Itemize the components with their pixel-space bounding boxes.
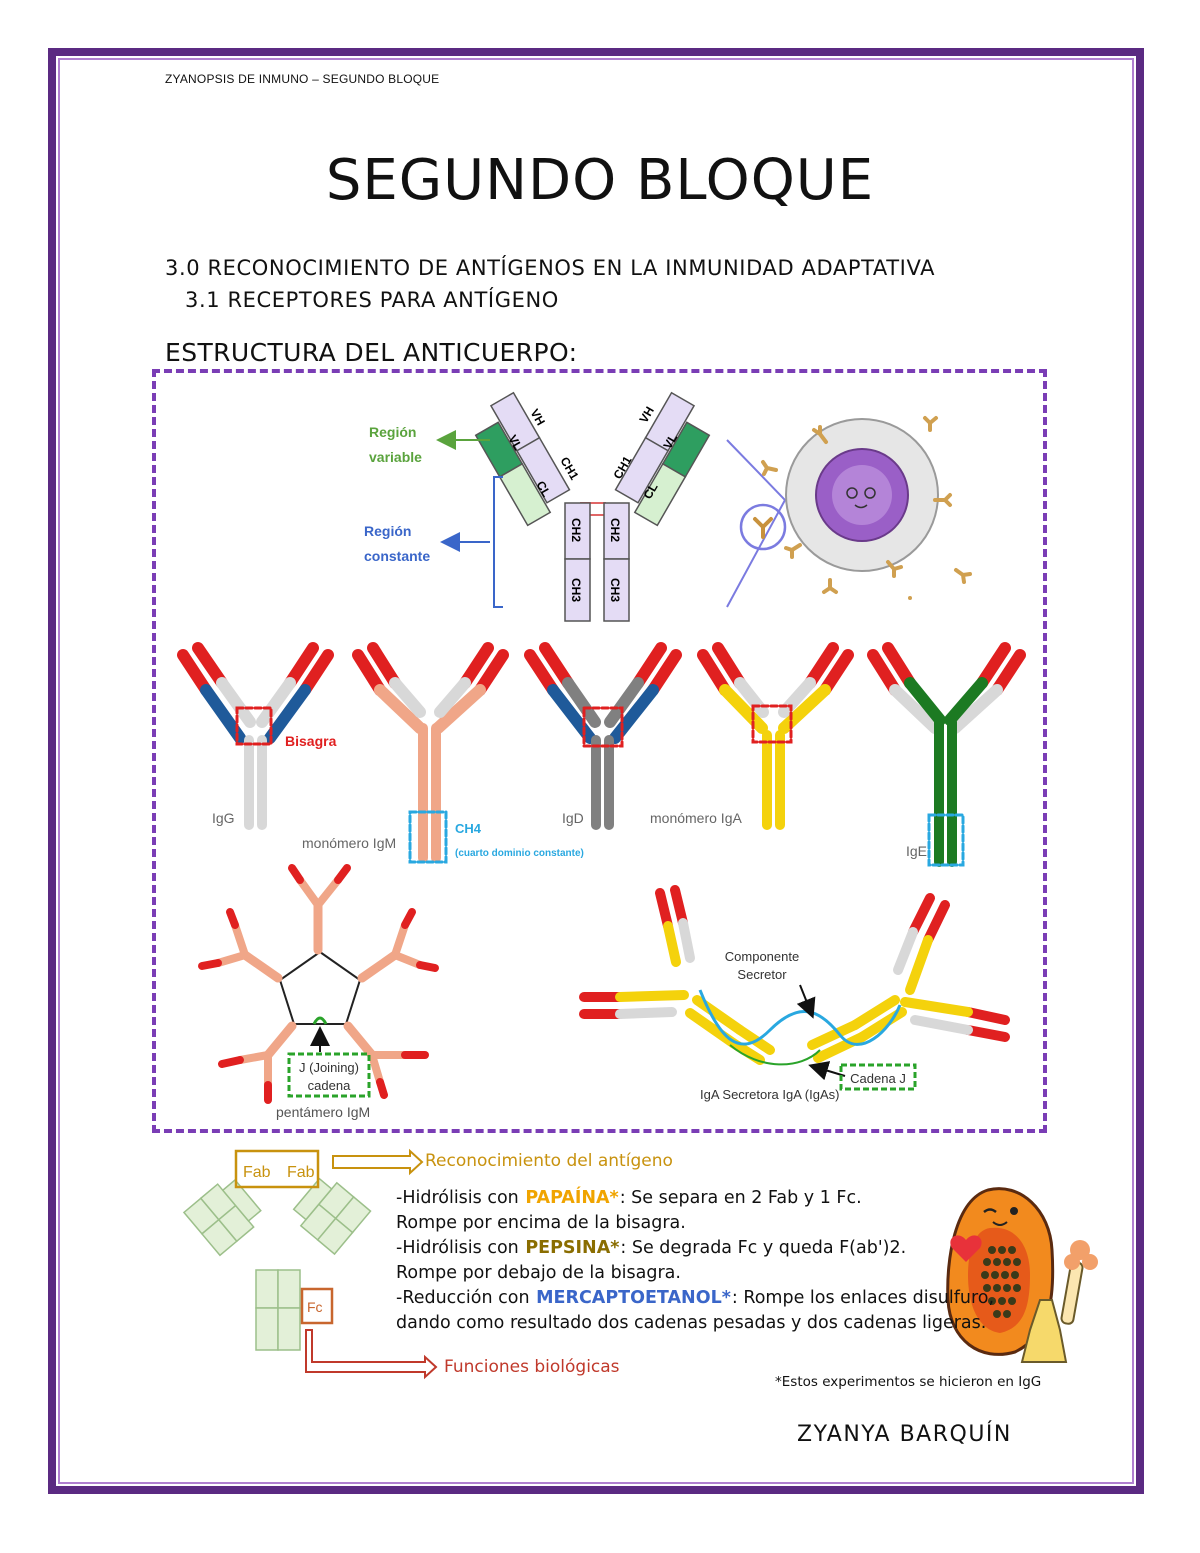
secretory-component-line2: Secretor bbox=[737, 967, 787, 982]
igm-monomer-label: monómero IgM bbox=[302, 835, 396, 851]
pepsina-keyword: PEPSINA* bbox=[525, 1238, 620, 1258]
domain-cl-right: CL bbox=[640, 481, 660, 502]
fab-label-right: Fab bbox=[287, 1164, 315, 1181]
enzyme-notes: -Hidrólisis con PAPAÍNA*: Se separa en 2… bbox=[396, 1186, 994, 1336]
igd-antibody bbox=[524, 642, 682, 830]
page-border-inner bbox=[58, 58, 1134, 1484]
ch4-note: (cuarto dominio constante) bbox=[455, 848, 584, 859]
antibody-figure-frame bbox=[152, 369, 1047, 1133]
region-constant-line1: Región bbox=[364, 523, 411, 539]
mercaptoetanol-keyword: MERCAPTOETANOL* bbox=[536, 1288, 731, 1308]
note-papaina-detail: Rompe por encima de la bisagra. bbox=[396, 1213, 686, 1233]
domain-ch2-left: CH2 bbox=[569, 518, 583, 542]
note-pepsina-text: : Se degrada Fc y queda F(ab')2. bbox=[620, 1238, 907, 1258]
note-mercapto-prefix: -Reducción con bbox=[396, 1288, 536, 1308]
secretory-iga bbox=[579, 885, 1010, 1065]
ige-antibody bbox=[867, 642, 1026, 867]
functions-arrow bbox=[305, 1329, 438, 1380]
recognition-label: Reconocimiento del antígeno bbox=[425, 1151, 673, 1171]
fab-box bbox=[234, 1149, 320, 1189]
note-papaina-text: : Se separa en 2 Fab y 1 Fc. bbox=[619, 1188, 862, 1208]
fragment-sketch bbox=[182, 1177, 372, 1351]
iga-secretory-label: IgA Secretora IgA (IgAs) bbox=[700, 1087, 839, 1102]
domain-ch3-right: CH3 bbox=[608, 578, 622, 602]
domain-cl-left: CL bbox=[533, 479, 553, 500]
note-pepsina-prefix: -Hidrólisis con bbox=[396, 1238, 525, 1258]
igm-monomer-antibody bbox=[352, 642, 509, 864]
igg-antibody bbox=[177, 642, 334, 830]
iga-monomer-label: monómero IgA bbox=[650, 810, 742, 826]
recognition-arrow bbox=[332, 1148, 424, 1176]
author-signature: ZYANYA BARQUÍN bbox=[797, 1422, 1012, 1447]
region-variable-line1: Región bbox=[369, 424, 416, 440]
iga-monomer-antibody bbox=[697, 642, 854, 830]
bisagra-label: Bisagra bbox=[285, 733, 337, 749]
ch4-label: CH4 bbox=[455, 821, 482, 836]
igm-pentamer bbox=[198, 864, 439, 1104]
section-3-1: 3.1 RECEPTORES PARA ANTÍGENO bbox=[185, 288, 559, 312]
note-mercapto: -Reducción con MERCAPTOETANOL*: Rompe lo… bbox=[396, 1286, 994, 1311]
fc-box bbox=[300, 1287, 334, 1325]
note-papaina: -Hidrólisis con PAPAÍNA*: Se separa en 2… bbox=[396, 1186, 994, 1211]
functions-label: Funciones biológicas bbox=[444, 1357, 620, 1377]
note-papaina-prefix: -Hidrólisis con bbox=[396, 1188, 525, 1208]
fc-label: Fc bbox=[307, 1299, 323, 1315]
fab-label-left: Fab bbox=[243, 1164, 271, 1181]
section-3-0: 3.0 RECONOCIMIENTO DE ANTÍGENOS EN LA IN… bbox=[165, 256, 936, 280]
running-header: ZYANOPSIS DE INMUNO – SEGUNDO BLOQUE bbox=[165, 72, 440, 86]
domain-ch3-left: CH3 bbox=[569, 578, 583, 602]
igg-label: IgG bbox=[212, 810, 235, 826]
papaina-keyword: PAPAÍNA* bbox=[525, 1188, 619, 1208]
region-variable-line2: variable bbox=[369, 449, 422, 465]
j-chain-line2: cadena bbox=[308, 1078, 351, 1093]
ige-label: IgE bbox=[906, 843, 927, 859]
pentamer-label: pentámero IgM bbox=[276, 1104, 370, 1120]
structure-heading: ESTRUCTURA DEL ANTICUERPO: bbox=[165, 338, 578, 367]
note-mercapto-detail: dando como resultado dos cadenas pesadas… bbox=[396, 1313, 987, 1333]
j-chain-line1: J (Joining) bbox=[299, 1060, 359, 1075]
cadena-j-label: Cadena J bbox=[850, 1071, 906, 1086]
domain-vl-left: VL bbox=[505, 433, 525, 453]
page-border bbox=[48, 48, 1144, 1494]
b-cell-illustration bbox=[726, 416, 972, 608]
region-constant-line2: constante bbox=[364, 548, 430, 564]
page-title: SEGUNDO BLOQUE bbox=[325, 148, 875, 213]
papaya-mascot-illustration bbox=[946, 1187, 1098, 1363]
note-pepsina-detail: Rompe por debajo de la bisagra. bbox=[396, 1263, 681, 1283]
note-pepsina: -Hidrólisis con PEPSINA*: Se degrada Fc … bbox=[396, 1236, 994, 1261]
note-mercapto-text: : Rompe los enlaces disulfuro, bbox=[731, 1288, 995, 1308]
secretory-component-line1: Componente bbox=[725, 949, 799, 964]
igd-label: IgD bbox=[562, 810, 584, 826]
antibody-structure: VL VH CH1 CL VH VL CH1 CL CH2 CH2 CH3 CH… bbox=[474, 391, 711, 622]
domain-vl-right: VL bbox=[660, 431, 680, 451]
footnote: *Estos experimentos se hicieron en IgG bbox=[775, 1374, 1042, 1390]
isotype-row: Bisagra IgG monómero IgM CH4 (cuarto dom… bbox=[177, 642, 1026, 867]
domain-ch2-right: CH2 bbox=[608, 518, 622, 542]
